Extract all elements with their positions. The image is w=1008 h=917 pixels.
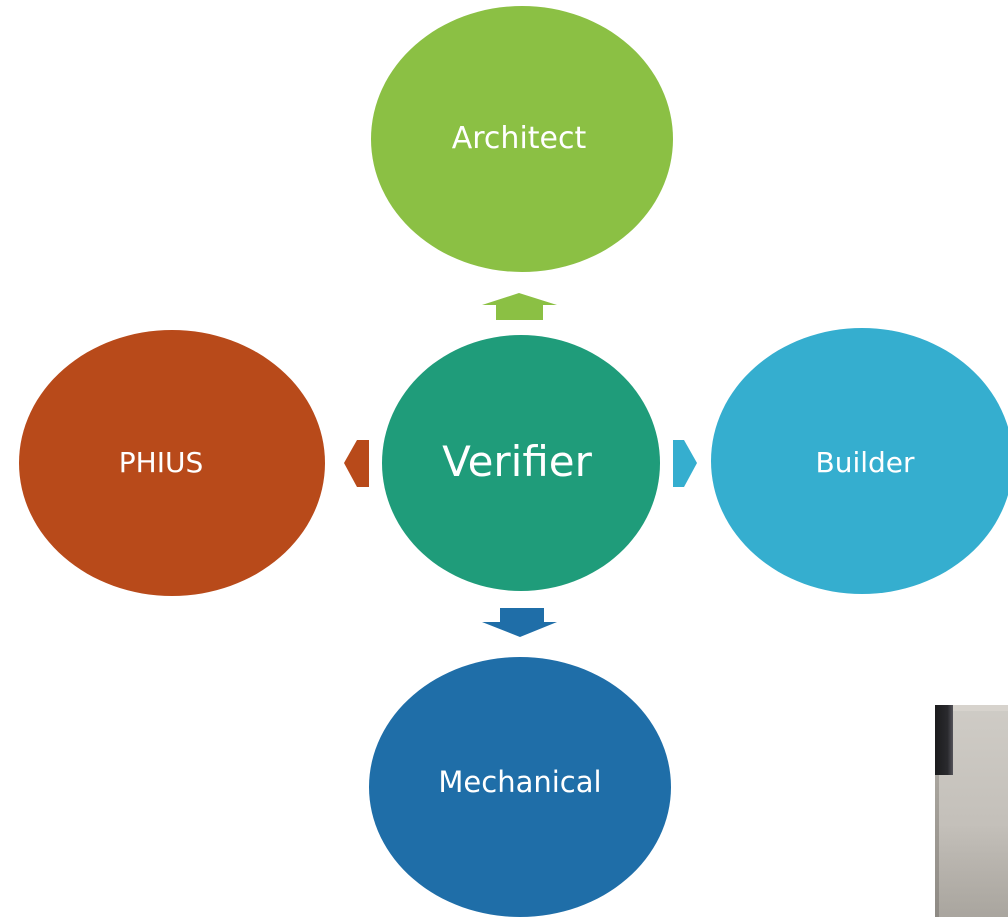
node-verifier-label: Verifier <box>442 437 593 486</box>
node-phius-circle <box>19 330 325 596</box>
arrow-left-icon <box>344 440 369 487</box>
node-phius: PHIUS <box>19 330 325 596</box>
node-phius-label: PHIUS <box>119 446 203 479</box>
node-mechanical: Mechanical <box>369 657 671 917</box>
arrow-right-icon <box>673 440 697 487</box>
node-mechanical-circle <box>369 657 671 917</box>
node-builder: Builder <box>711 328 1008 594</box>
node-builder-circle <box>711 328 1008 594</box>
webcam-photo-icon <box>935 705 1008 917</box>
arrow-up-icon <box>482 293 557 320</box>
arrow-down-icon <box>482 608 557 637</box>
node-architect: Architect <box>371 6 673 272</box>
node-builder-label: Builder <box>815 446 915 479</box>
node-architect-label: Architect <box>452 121 587 156</box>
node-verifier-circle <box>382 335 660 591</box>
node-architect-circle <box>371 6 673 272</box>
node-verifier-center: Verifier <box>382 335 660 591</box>
node-mechanical-label: Mechanical <box>438 765 601 799</box>
